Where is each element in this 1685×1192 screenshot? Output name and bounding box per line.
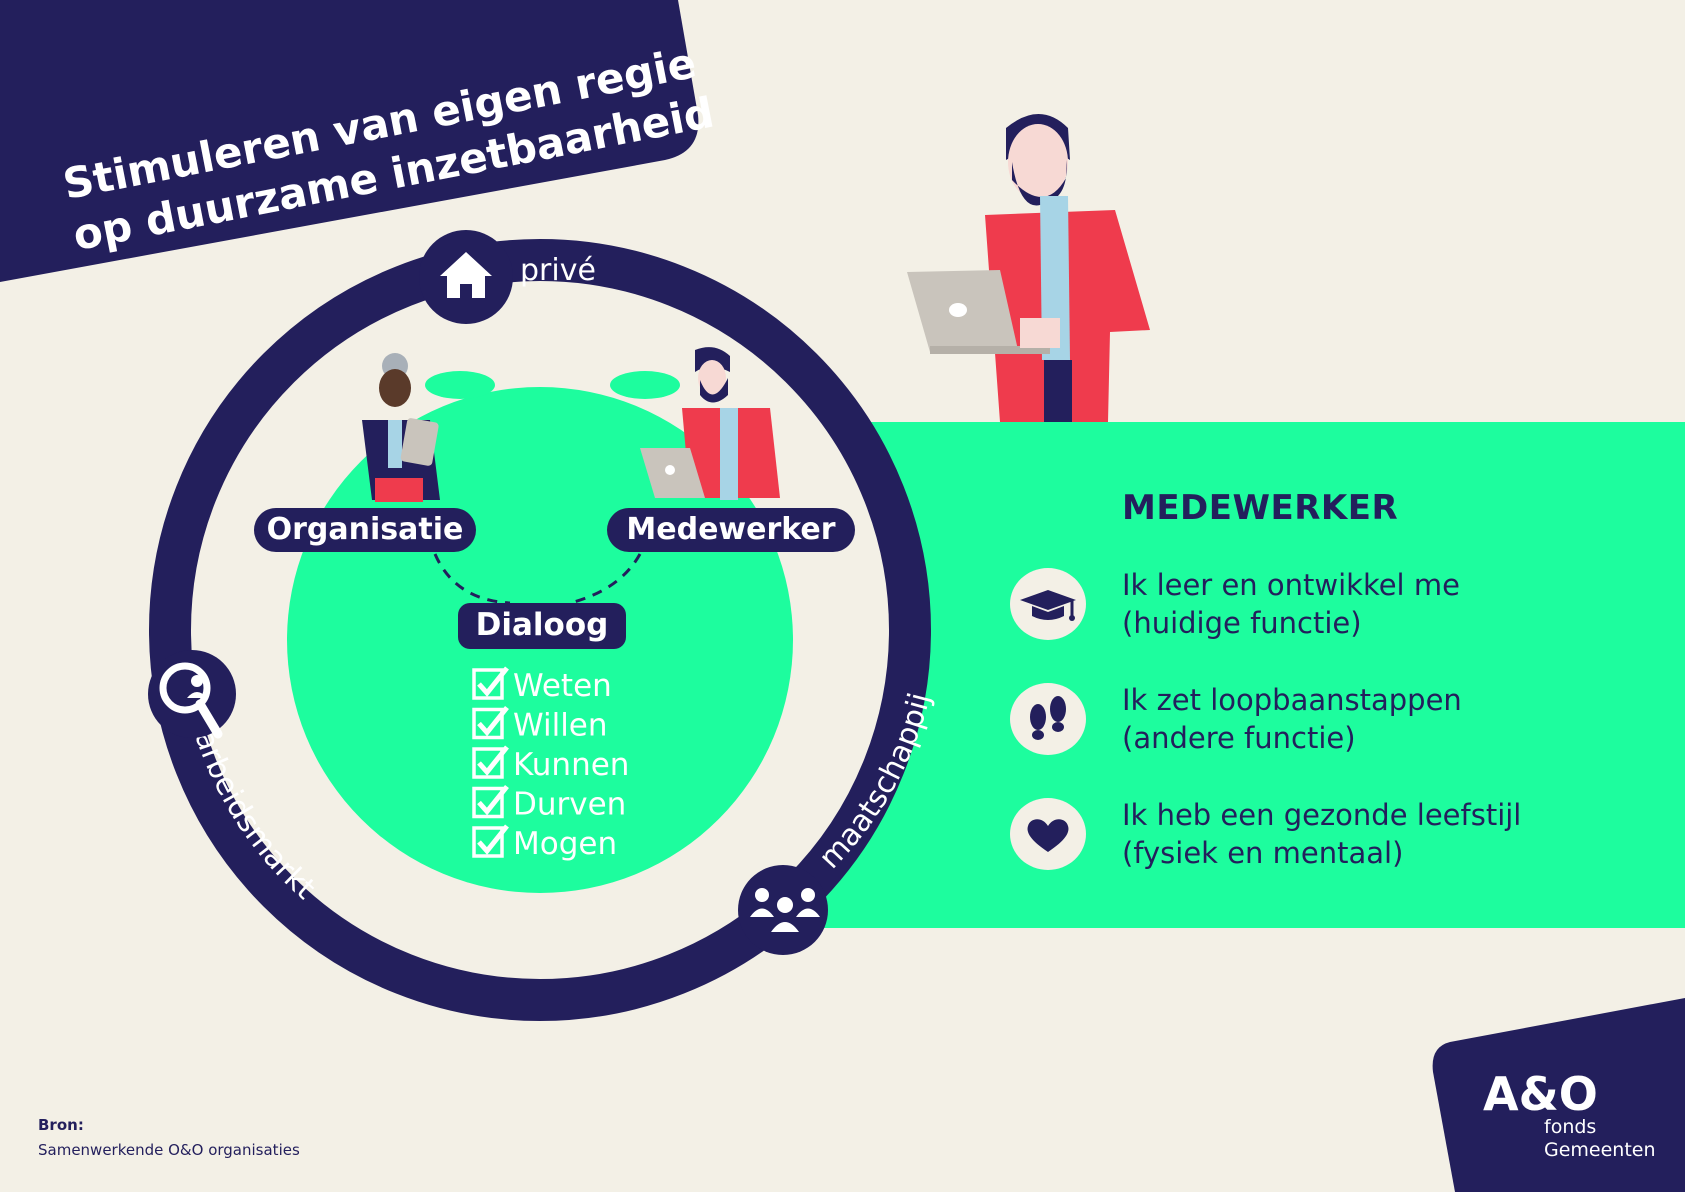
dialoog-pill <box>458 603 626 649</box>
heart-icon <box>1010 798 1086 870</box>
source-note: Bron: Samenwerkende O&O organisaties <box>38 1113 300 1163</box>
logo-line1: fonds <box>1544 1116 1596 1138</box>
dialoog-connector <box>433 553 642 605</box>
organisatie-figure <box>362 353 440 502</box>
checklist-label: Willen <box>513 708 608 744</box>
check-mark-icon <box>477 666 509 697</box>
check-mark-icon <box>477 824 509 855</box>
logo-line2: Gemeenten <box>1544 1139 1656 1161</box>
checklist-label: Mogen <box>513 826 617 862</box>
checklist-label: Durven <box>513 787 626 823</box>
panel-item-career-line1: Ik zet loopbaanstappen <box>1122 683 1462 717</box>
checklist-item: Weten <box>472 666 612 704</box>
panel-item-health: Ik heb een gezonde leefstijl (fysiek en … <box>1010 798 1650 878</box>
inner-shape-bump-right <box>610 371 680 399</box>
cycle-label-prive: privé <box>520 253 596 288</box>
panel-item-learn-line2: (huidige functie) <box>1122 606 1362 640</box>
source-label: Bron: <box>38 1116 84 1134</box>
panel-item-learn-line1: Ik leer en ontwikkel me <box>1122 568 1460 602</box>
check-mark-icon <box>477 745 509 776</box>
inner-shape-bump-left <box>425 371 495 399</box>
panel-item-learn: Ik leer en ontwikkel me (huidige functie… <box>1010 568 1650 648</box>
dialoog-label: Dialoog <box>476 607 609 643</box>
footprints-icon <box>1010 683 1086 755</box>
checklist-item: Durven <box>472 784 626 823</box>
checkbox-icon <box>472 747 504 779</box>
checklist-item: Kunnen <box>472 745 629 783</box>
medewerker-panel <box>820 422 1685 928</box>
medewerker-label: Medewerker <box>626 512 835 547</box>
panel-item-career: Ik zet loopbaanstappen (andere functie) <box>1010 683 1650 763</box>
medewerker-pill <box>607 508 855 552</box>
checklist-label: Weten <box>513 668 612 704</box>
medewerker-figure-small <box>640 347 780 500</box>
checklist-label: Kunnen <box>513 747 629 783</box>
home-icon <box>419 230 513 324</box>
panel-item-health-line1: Ik heb een gezonde leefstijl <box>1122 798 1522 832</box>
checkbox-icon <box>472 826 504 858</box>
checklist-item: Willen <box>472 705 608 744</box>
organisatie-pill <box>254 508 476 552</box>
organisatie-label: Organisatie <box>267 512 464 547</box>
title-banner <box>0 0 699 282</box>
check-mark-icon <box>477 784 509 816</box>
checkbox-icon <box>472 707 504 740</box>
medewerker-figure-large <box>907 114 1150 422</box>
source-text: Samenwerkende O&O organisaties <box>38 1141 300 1159</box>
job-search-icon <box>148 650 236 739</box>
logo-mark: A&O <box>1483 1067 1598 1121</box>
checkbox-icon <box>472 668 504 700</box>
check-mark-icon <box>477 705 509 737</box>
checkbox-icon <box>472 786 504 819</box>
panel-item-health-line2: (fysiek en mentaal) <box>1122 836 1404 870</box>
checklist-item: Mogen <box>472 824 617 862</box>
people-group-icon <box>738 865 828 955</box>
panel-title: MEDEWERKER <box>1122 488 1399 528</box>
panel-item-career-line2: (andere functie) <box>1122 721 1356 755</box>
logo-badge <box>1432 998 1685 1192</box>
graduation-cap-icon <box>1010 568 1086 640</box>
